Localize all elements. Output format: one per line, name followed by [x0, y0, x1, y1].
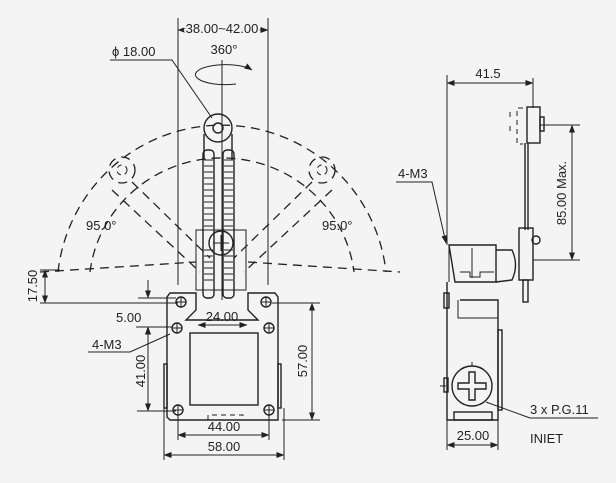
dim-stroke-label: 38.00~42.00: [186, 21, 259, 36]
mount-hole-icon: [263, 322, 275, 334]
dim-25-00-label: 25.00: [457, 428, 490, 443]
dim-57-00-label: 57.00: [295, 345, 310, 378]
lever-arm: [195, 149, 247, 299]
dim-58-00-label: 58.00: [208, 439, 241, 454]
mount-hole-icon: [263, 404, 275, 416]
mount-hole-icon: [260, 296, 272, 308]
roller-diameter-label: ϕ 18.00: [112, 44, 155, 59]
side-view: 41.5 85.00 Max.: [396, 66, 598, 450]
mount-thread-label: 4-M3: [92, 337, 122, 352]
roller: [203, 113, 233, 160]
side-body: [440, 244, 517, 421]
dim-5-00-label: 5.00: [116, 310, 141, 325]
dim-85-max-label: 85.00 Max.: [554, 161, 569, 225]
conduit-label: 3 x P.G.11: [530, 402, 589, 417]
dim-24-00-label: 24.00: [206, 309, 239, 324]
rotation-label: 360°: [211, 42, 238, 57]
dim-41-00-label: 41.00: [133, 355, 148, 388]
mount-hole-icon: [175, 296, 187, 308]
angle-right-label: 95.0°: [322, 218, 353, 233]
tilted-lever-right: [233, 156, 336, 273]
front-view: 38.00~42.00 360° ϕ 18.00 95.0° 95.0°: [25, 18, 401, 460]
mount-hole-icon: [172, 404, 184, 416]
conduit-gland-icon: [440, 362, 493, 407]
dim-17-50-label: 17.50: [25, 270, 40, 303]
dim-41-5-label: 41.5: [475, 66, 500, 81]
side-mount-thread-label: 4-M3: [398, 166, 428, 181]
dim-44-00-label: 44.00: [208, 419, 241, 434]
base-line-left: [39, 261, 197, 273]
mount-hole-icon: [171, 322, 183, 334]
switch-body: [163, 292, 282, 421]
tilted-lever-left: [108, 156, 211, 273]
base-line-right: [247, 261, 401, 273]
rotation-arrow-icon: [194, 63, 253, 86]
conduit-sub-label: INIET: [530, 431, 563, 446]
angle-left-label: 95.0°: [86, 218, 117, 233]
